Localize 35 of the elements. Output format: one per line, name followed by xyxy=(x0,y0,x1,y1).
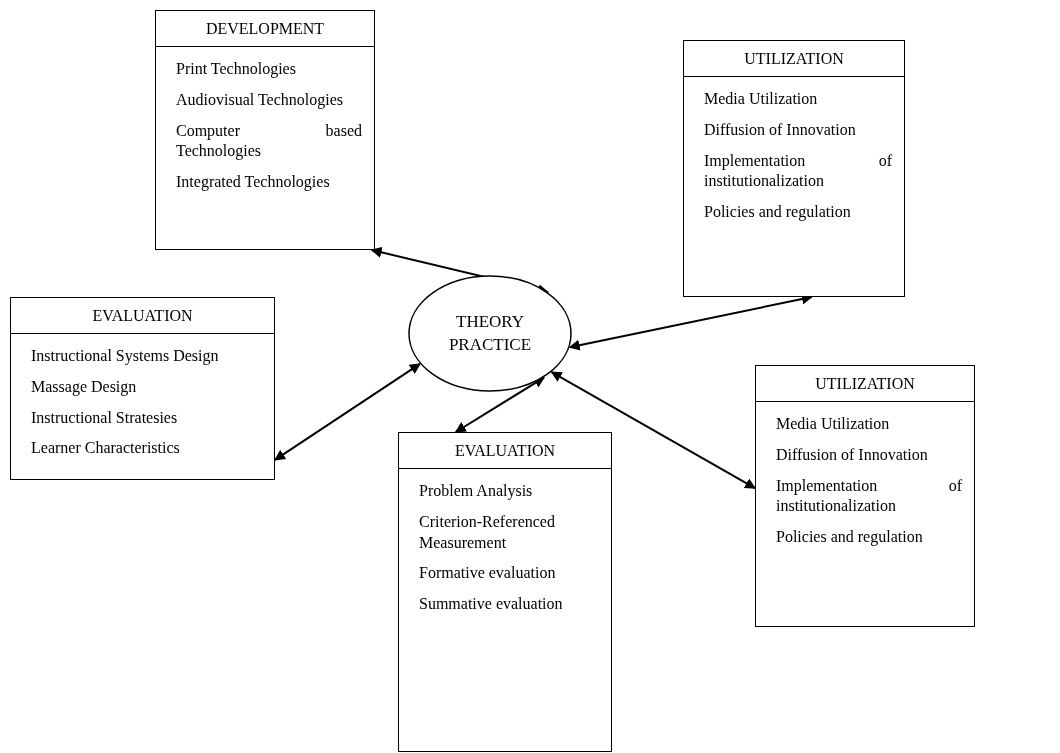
list-item: Learner Characteristics xyxy=(30,438,181,459)
box-heading: EVALUATION xyxy=(11,298,274,334)
box-heading: UTILIZATION xyxy=(756,366,974,402)
category-box xyxy=(683,40,905,297)
list-item: Integrated Technologies xyxy=(175,172,331,193)
list-item: Policies and regulation xyxy=(775,527,924,548)
list-item: Policies and regulation xyxy=(703,202,852,223)
list-item: Audiovisual Technologies xyxy=(175,89,344,111)
ellipse-node xyxy=(408,275,572,392)
list-item: Print Technologies xyxy=(175,59,297,80)
category-box xyxy=(155,10,375,250)
box-heading: UTILIZATION xyxy=(684,41,904,77)
double-arrow xyxy=(274,362,421,461)
list-item: Massage Design xyxy=(30,376,138,398)
list-item: Instructional Stratesies xyxy=(30,407,179,428)
list-item: Formative evaluation xyxy=(418,563,557,584)
category-box xyxy=(10,297,275,480)
box-heading: DEVELOPMENT xyxy=(156,11,374,47)
list-item: Media Utilization xyxy=(703,89,819,109)
box-heading: EVALUATION xyxy=(399,433,611,469)
list-item: Instructional Systems Design xyxy=(30,346,220,367)
list-item: Computer based Technologies xyxy=(175,120,363,162)
category-box xyxy=(398,432,612,752)
list-item: Implementation of institutionalization xyxy=(703,150,893,192)
list-item: Media Utilization xyxy=(775,414,891,434)
list-item: Problem Analysis xyxy=(418,481,534,502)
list-item: Diffusion of Innovation xyxy=(775,444,929,465)
list-item: Diffusion of Innovation xyxy=(703,119,857,140)
double-arrow xyxy=(550,371,756,490)
list-item: Implementation of institutionalization xyxy=(775,475,963,517)
category-box xyxy=(755,365,975,627)
double-arrow xyxy=(454,376,545,433)
node-label: THEORY PRACTICE xyxy=(447,310,533,356)
list-item: Criterion-Referenced Measurement xyxy=(418,511,556,553)
list-item: Summative evaluation xyxy=(418,594,564,615)
